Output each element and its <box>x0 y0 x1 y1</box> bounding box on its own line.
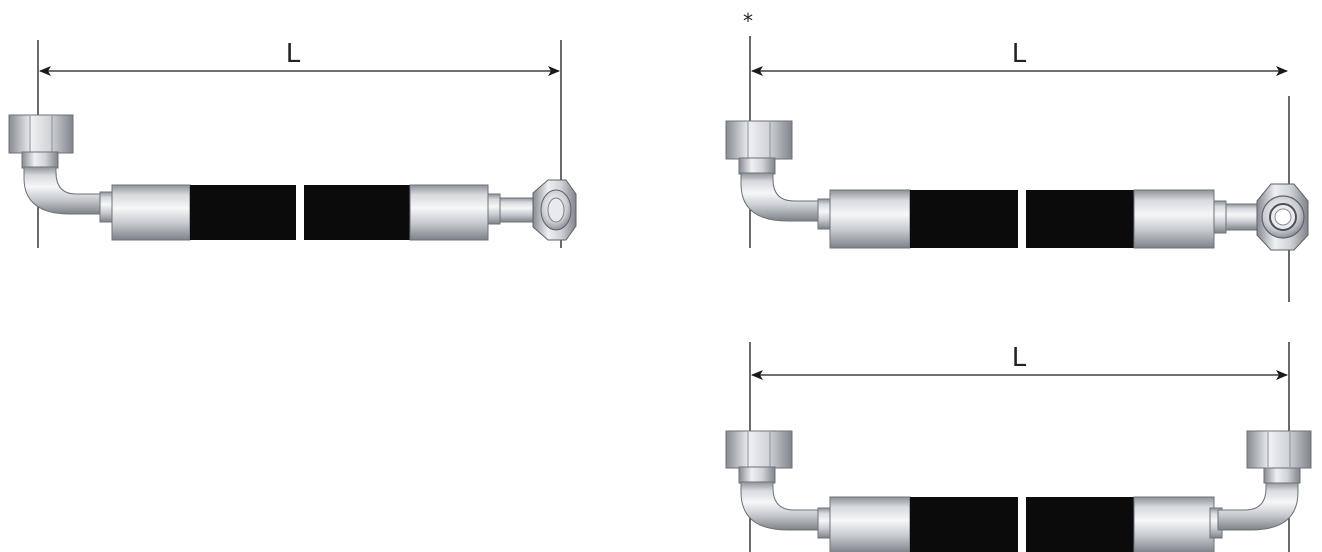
ferrule-left <box>829 496 911 552</box>
elbow-fitting-right <box>1209 430 1312 539</box>
elbow-fitting-left <box>8 114 113 223</box>
hose-assembly-2: * L <box>725 9 1309 302</box>
elbow-fitting-left <box>725 430 831 539</box>
hose-segment-right <box>1026 497 1134 552</box>
ferrule-left <box>111 184 191 241</box>
length-label: L <box>1012 39 1027 69</box>
hose-segment-right <box>1026 190 1134 248</box>
banjo-fitting-right <box>487 179 577 241</box>
ferrule-right <box>1133 189 1215 249</box>
hose-assembly-3: L <box>725 342 1312 552</box>
length-label: L <box>286 39 301 69</box>
hose-segment-right <box>304 185 410 240</box>
hose-segment-left <box>910 497 1018 552</box>
length-label: L <box>1012 343 1027 373</box>
ferrule-right <box>1133 496 1215 552</box>
hose-assembly-1: L <box>8 39 577 248</box>
elbow-fitting-left <box>725 120 831 230</box>
asterisk-note: * <box>743 9 753 33</box>
hose-segment-left <box>190 185 296 240</box>
hose-segment-left <box>910 190 1018 248</box>
ferrule-left <box>829 189 911 249</box>
banjo-fitting-right <box>1213 183 1309 251</box>
ferrule-right <box>409 184 489 241</box>
